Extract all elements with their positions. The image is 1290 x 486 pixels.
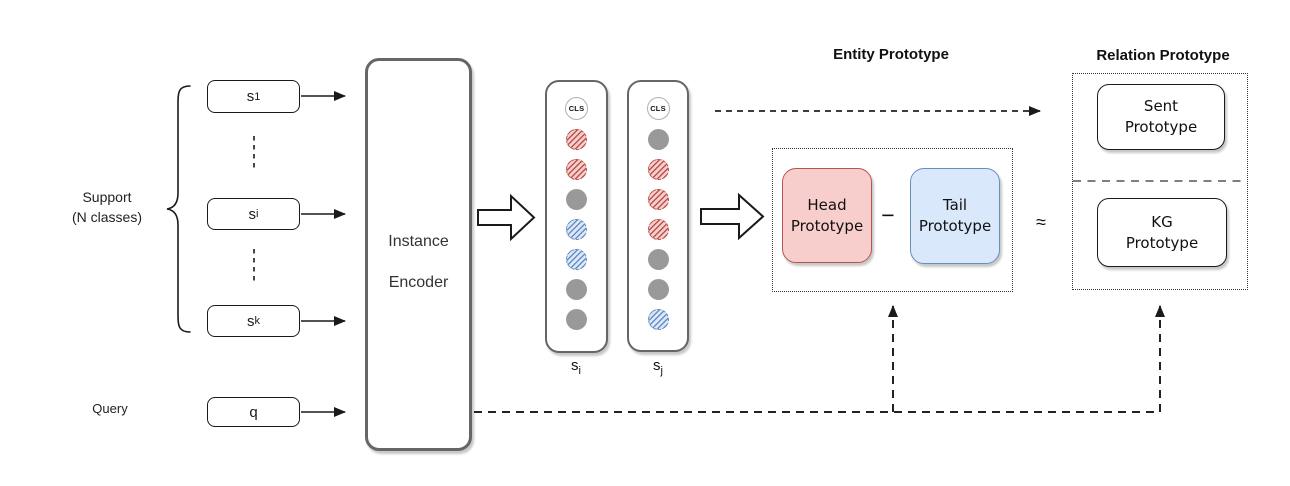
column-label-sj: sj <box>653 357 663 377</box>
ctx-token-dot <box>566 279 587 300</box>
tail-token-dot <box>647 309 669 330</box>
block-arrow-states-to-entity <box>700 192 765 241</box>
ctx-token-dot <box>566 189 587 210</box>
head-token-dot <box>566 159 587 180</box>
ctx-token-dot <box>566 309 587 330</box>
sent-prototype-box: Sent Prototype <box>1097 84 1225 150</box>
tail-token-dot <box>566 219 587 240</box>
instance-encoder-label: Instance Encoder <box>388 233 449 291</box>
head-token-dot <box>647 219 669 240</box>
kg-prototype-box: KG Prototype <box>1097 198 1227 267</box>
cls-token: CLS <box>646 97 670 120</box>
approx-operator: ≈ <box>1036 212 1046 232</box>
tail-prototype-box: Tail Prototype <box>910 168 1000 264</box>
support-set-label: Support (N classes) <box>71 189 142 225</box>
cls-token: CLS <box>565 97 588 120</box>
head-token-dot <box>566 129 587 150</box>
entity-prototype-title: Entity Prototype <box>833 46 949 63</box>
head-prototype-box: Head Prototype <box>782 168 872 263</box>
support-brace <box>166 85 191 333</box>
minus-operator: − <box>881 202 895 228</box>
relation-prototype-frame <box>1072 73 1248 290</box>
instance-encoder-box: Instance Encoder <box>365 58 472 451</box>
block-arrow-encoder-to-states <box>477 193 536 242</box>
hidden-state-column-sj: CLS <box>627 80 689 352</box>
column-label-si: si <box>571 357 581 377</box>
relation-prototype-title: Relation Prototype <box>1096 47 1230 64</box>
entity-prototype-frame <box>772 148 1013 292</box>
query-label: Query <box>92 401 128 416</box>
head-token-dot <box>647 189 669 210</box>
query-instance-box-q: q <box>207 397 300 427</box>
ctx-token-dot <box>647 249 669 270</box>
tail-token-dot <box>566 249 587 270</box>
ctx-token-dot <box>647 279 669 300</box>
ctx-token-dot <box>647 129 669 150</box>
head-token-dot <box>647 159 669 180</box>
hidden-state-column-si: CLS <box>545 80 608 353</box>
